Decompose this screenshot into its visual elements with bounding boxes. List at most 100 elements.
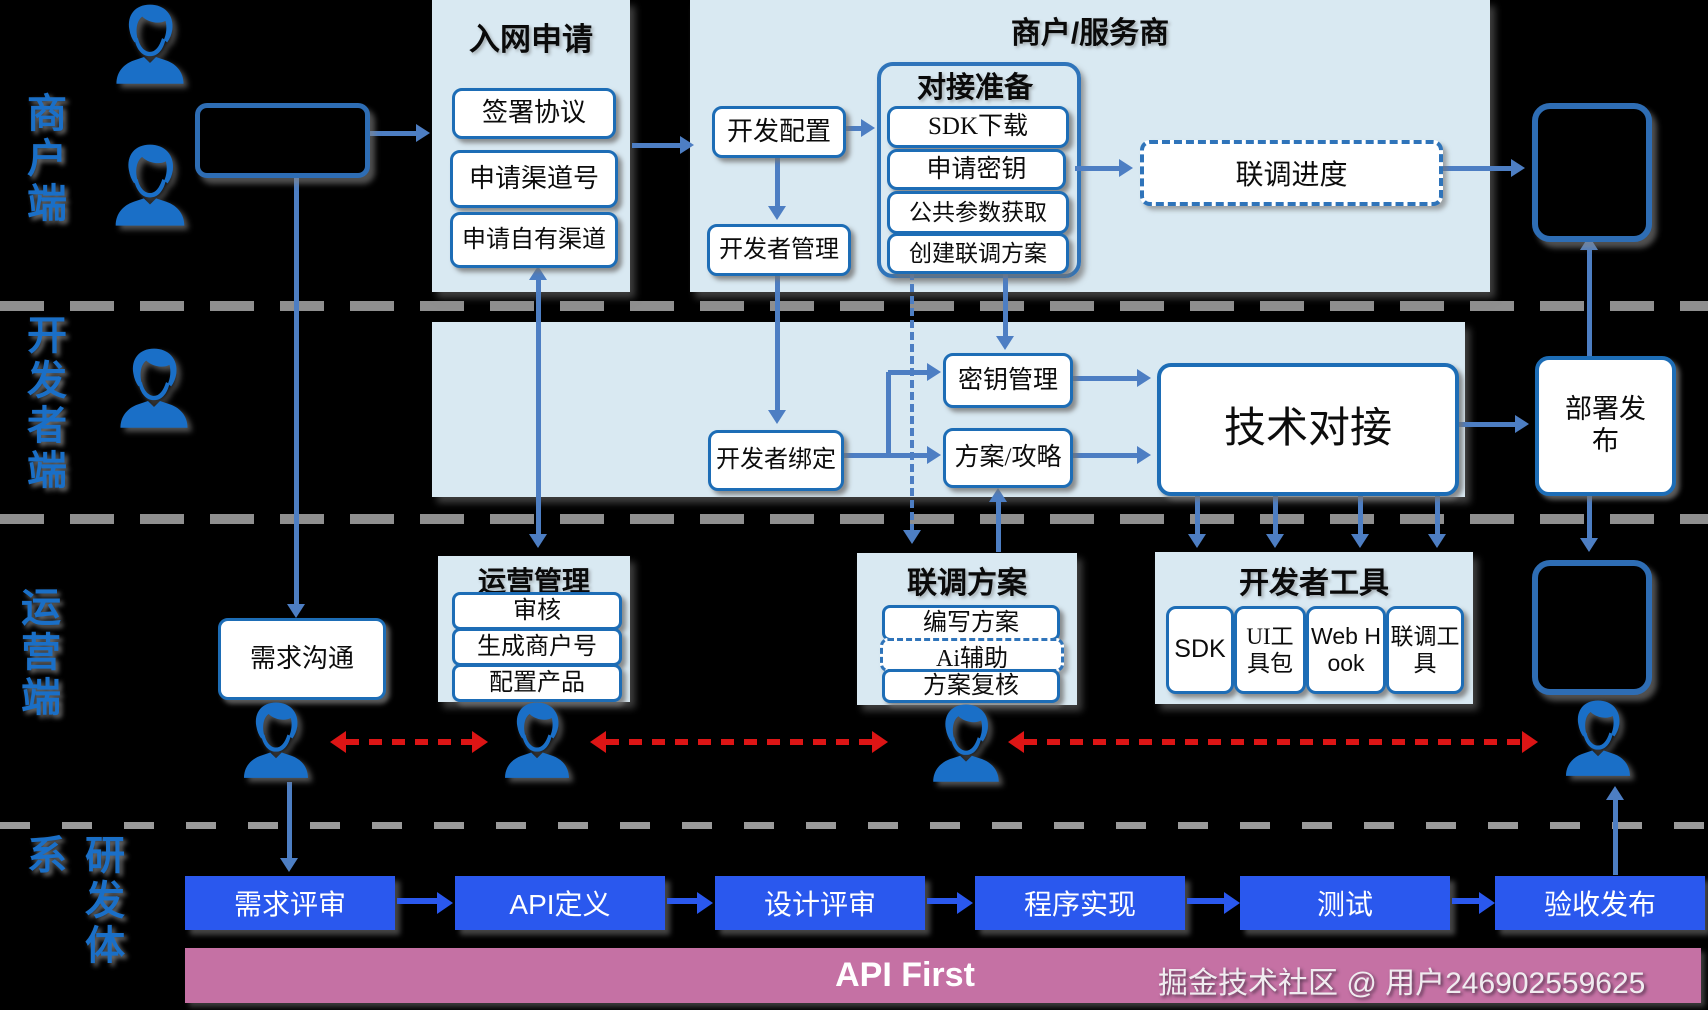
connector-line <box>842 126 862 131</box>
title-developer-tools: 开发者工具 <box>1239 567 1389 600</box>
box-sign-agreement: 签署协议 <box>452 88 616 139</box>
flow-arrow-line <box>667 898 699 904</box>
dashed-connector-line <box>910 272 914 532</box>
person-icon <box>106 2 194 88</box>
arrowhead <box>927 363 941 381</box>
flow-box-demand-review: 需求评审 <box>185 876 395 930</box>
box-tool-ui-kit: UI工具包 <box>1234 606 1306 694</box>
title-network-apply: 入网申请 <box>469 22 593 57</box>
flow-box-test: 测试 <box>1240 876 1450 930</box>
box-config-product: 配置产品 <box>452 664 622 702</box>
api-first-banner <box>185 948 1701 1003</box>
red-arrowhead-left <box>330 731 346 753</box>
box-dev-manage: 开发者管理 <box>707 224 851 276</box>
box-tech-dock: 技术对接 <box>1157 363 1459 496</box>
flow-arrow-line <box>397 898 439 904</box>
flow-box-api-define: API定义 <box>455 876 665 930</box>
box-plan-guide: 方案/攻略 <box>943 428 1073 488</box>
box-tool-webhook: Web Hook <box>1306 606 1386 694</box>
box-sdk-download: SDK下载 <box>887 106 1069 148</box>
connector-line <box>1453 422 1517 427</box>
box-ai-assist: Ai辅助 <box>880 638 1064 672</box>
box-gen-merchant-id: 生成商户号 <box>452 628 622 666</box>
connector-line <box>1435 488 1440 536</box>
arrowhead <box>680 136 694 154</box>
arrowhead <box>1606 786 1624 800</box>
arrowhead <box>280 858 298 872</box>
arrowhead <box>903 530 921 544</box>
lane-label-rd: 研发体系 <box>21 834 123 969</box>
connector-line <box>1273 488 1278 536</box>
red-arrowhead-left <box>590 731 606 753</box>
box-plan-review: 方案复核 <box>882 669 1060 703</box>
dark-box-merchant-entry <box>195 103 370 178</box>
arrowhead <box>1137 369 1151 387</box>
box-create-joint-plan: 创建联调方案 <box>887 233 1069 274</box>
person-icon <box>494 700 580 782</box>
red-dashed-line <box>606 739 874 745</box>
title-dock-prep: 对接准备 <box>916 72 1033 104</box>
arrowhead <box>996 336 1014 350</box>
connector-line <box>775 270 780 412</box>
flow-arrowhead <box>697 892 713 914</box>
flow-arrowhead <box>1224 892 1240 914</box>
arrowhead <box>768 206 786 220</box>
box-tool-sdk: SDK <box>1166 606 1234 694</box>
flow-arrow-line <box>1187 898 1226 904</box>
box-apply-own-channel: 申请自有渠道 <box>450 212 618 268</box>
connector-line <box>888 370 927 375</box>
connector-line <box>632 143 682 148</box>
box-joint-progress: 联调进度 <box>1140 140 1443 206</box>
connector-line <box>1069 453 1139 458</box>
connector-line <box>1195 488 1200 536</box>
flow-arrow-line <box>1452 898 1481 904</box>
arrowhead <box>1188 534 1206 548</box>
connector-line <box>287 782 292 860</box>
box-audit: 审核 <box>452 592 622 630</box>
connector-line <box>839 453 929 458</box>
connector-line <box>1587 488 1592 540</box>
watermark-text: 掘金技术社区 @ 用户246902559625 <box>1158 967 1646 1000</box>
connector-line <box>1437 166 1513 171</box>
title-joint-plan: 联调方案 <box>907 567 1027 600</box>
red-arrowhead-right <box>872 731 888 753</box>
title-merchant-provider: 商户/服务商 <box>1010 17 1170 50</box>
box-demand-comm: 需求沟通 <box>218 618 386 700</box>
arrowhead <box>861 119 875 137</box>
red-dashed-line <box>1024 739 1524 745</box>
connector-line <box>1358 488 1363 536</box>
lane-label-merchant: 商户端 <box>21 92 65 227</box>
api-first-label: API First <box>835 956 975 994</box>
arrowhead <box>1515 415 1529 433</box>
title-operation-manage: 运营管理 <box>477 566 590 597</box>
box-write-plan: 编写方案 <box>882 605 1060 641</box>
flow-arrowhead <box>957 892 973 914</box>
arrowhead <box>1428 534 1446 548</box>
connector-line <box>536 280 541 534</box>
red-arrowhead-right <box>472 731 488 753</box>
box-tool-joint-debug: 联调工具 <box>1386 606 1464 694</box>
box-apply-channel-number: 申请渠道号 <box>450 150 618 208</box>
arrowhead <box>1119 159 1133 177</box>
connector-line <box>1003 270 1008 338</box>
connector-line <box>1587 250 1592 356</box>
flow-arrow-line <box>927 898 959 904</box>
arrowhead <box>287 604 305 618</box>
person-icon <box>1554 698 1642 780</box>
box-public-params: 公共参数获取 <box>887 191 1069 234</box>
connector-line <box>1069 376 1139 381</box>
lane-separator-2 <box>0 514 1708 524</box>
lane-label-operation: 运营端 <box>15 586 59 721</box>
dark-box-top-right <box>1532 103 1652 242</box>
red-arrowhead-right <box>1522 731 1538 753</box>
connector-line <box>1613 800 1618 875</box>
box-dev-config: 开发配置 <box>712 106 846 158</box>
lane-separator-1 <box>0 301 1708 311</box>
arrowhead <box>416 124 430 142</box>
arrowhead <box>1511 159 1525 177</box>
lane-separator-3 <box>0 822 1708 829</box>
connector-line <box>996 502 1001 552</box>
connector-line <box>362 131 418 136</box>
person-icon <box>233 700 319 782</box>
